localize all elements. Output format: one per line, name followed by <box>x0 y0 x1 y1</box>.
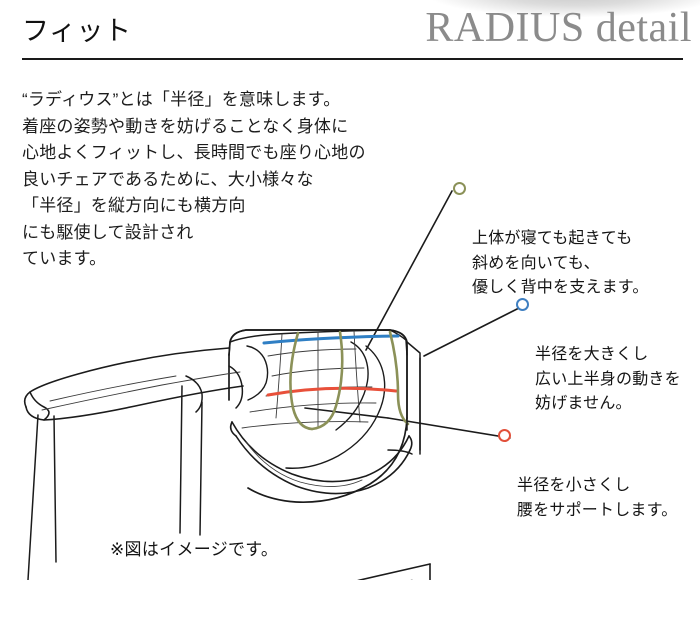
callout-small-radius: 半径を小さくし 腰をサポートします。 <box>498 425 678 523</box>
circle-marker-icon <box>453 182 466 195</box>
backrest-right-upright <box>387 341 421 455</box>
chair-legs <box>27 345 421 580</box>
callout-large-radius: 半径を大きくし 広い上半身の動きを 妨げません。 <box>516 294 681 417</box>
callout-small-radius-text: 半径を小さくし 腰をサポートします。 <box>517 477 678 519</box>
top-radius-curve-blue <box>262 334 400 345</box>
circle-marker-icon <box>498 429 511 442</box>
leader-line-upper-body <box>365 190 453 351</box>
callout-upper-body-text: 上体が寝ても起きても 斜めを向いても、 優しく背中を支えます。 <box>472 230 649 296</box>
page-header: フィット RADIUS detail <box>0 0 700 64</box>
right-seat-fragment <box>357 563 431 580</box>
armrest-seat-ring <box>23 347 244 421</box>
leader-line-small-radius <box>304 407 511 439</box>
callout-upper-body: 上体が寝ても起きても 斜めを向いても、 優しく背中を支えます。 <box>453 178 649 301</box>
mid-radius-curve-red <box>266 386 398 397</box>
armrest-inner-line <box>41 371 241 411</box>
backrest-inner-lip <box>246 341 386 469</box>
seat-band <box>185 365 244 413</box>
chair-illustration <box>23 190 522 580</box>
leader-line-large-radius <box>423 306 522 357</box>
vertical-radius-curves-olive <box>289 330 410 431</box>
intro-paragraph: “ラディウス”とは「半径」を意味します。 着座の姿勢や動きを妨げることなく身体に… <box>22 90 366 268</box>
seat-ring-front-detail <box>245 441 363 487</box>
callout-large-radius-text: 半径を大きくし 広い上半身の動きを 妨げません。 <box>535 346 681 412</box>
header-divider <box>22 58 683 60</box>
page-title-jp: フィット <box>22 16 132 46</box>
figure-note: ※図はイメージです。 <box>110 540 279 559</box>
circle-marker-icon <box>516 298 529 311</box>
seat-ring-front <box>229 421 413 495</box>
page-title-en: RADIUS detail <box>425 5 692 51</box>
